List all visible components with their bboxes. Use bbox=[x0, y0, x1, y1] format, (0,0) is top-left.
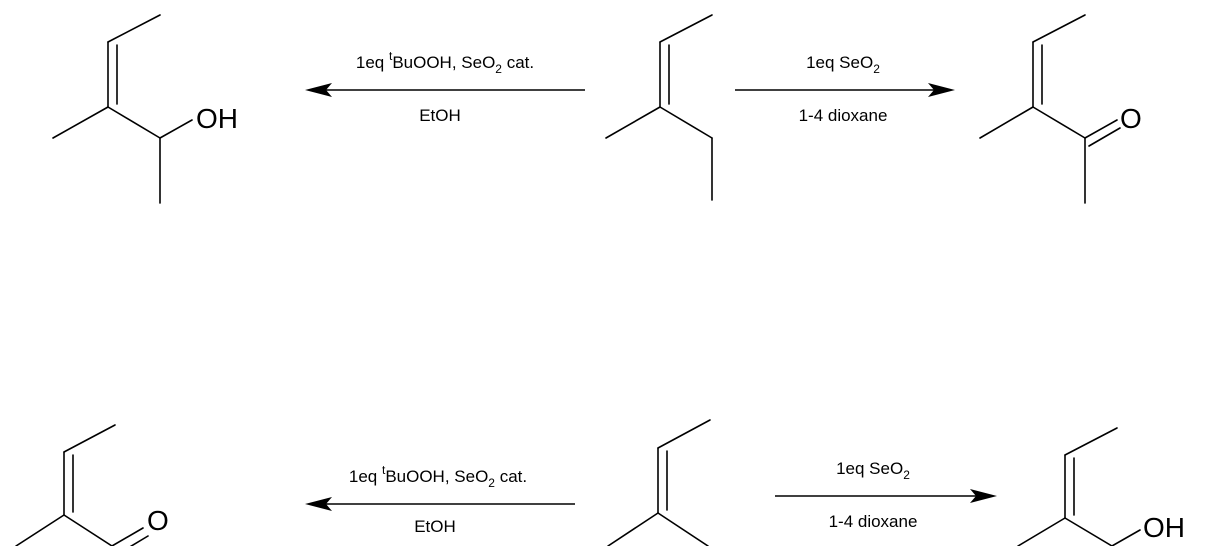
row1-right-reagent-below: 1-4 dioxane bbox=[799, 106, 888, 125]
row2-right-arrow: 1eq SeO2 1-4 dioxane bbox=[775, 459, 997, 531]
row2-left-arrow: 1eq tBuOOH, SeO2 cat. EtOH bbox=[305, 463, 575, 536]
reaction-row-1: OH 1eq tBuOOH, SeO2 cat. EtOH 1eq SeO2 1… bbox=[52, 14, 1142, 204]
bond bbox=[607, 512, 659, 546]
carbonyl-bond-2 bbox=[129, 535, 149, 546]
row2-right-reagent-above: 1eq SeO2 bbox=[836, 459, 910, 482]
carbonyl-o-label: O bbox=[1120, 103, 1142, 134]
arrow-head-left bbox=[305, 497, 332, 511]
row1-right-product-structure: O bbox=[979, 14, 1142, 204]
bond bbox=[1064, 427, 1118, 456]
oh-label: OH bbox=[1143, 512, 1185, 543]
bond bbox=[107, 14, 161, 43]
row1-right-reagent-above: 1eq SeO2 bbox=[806, 53, 880, 76]
bond bbox=[15, 514, 65, 546]
bond bbox=[657, 512, 709, 546]
arrow-head-right bbox=[970, 489, 997, 503]
bond bbox=[1064, 517, 1113, 546]
bond bbox=[1017, 517, 1066, 546]
reaction-row-2: O 1eq tBuOOH, SeO2 cat. EtOH 1eq SeO2 1-… bbox=[15, 419, 1185, 546]
row2-right-reagent-below: 1-4 dioxane bbox=[829, 512, 918, 531]
carbonyl-bond-1 bbox=[111, 527, 144, 546]
row1-left-product-structure: OH bbox=[52, 14, 238, 204]
row1-starting-material-structure bbox=[605, 14, 713, 201]
row1-right-arrow: 1eq SeO2 1-4 dioxane bbox=[735, 53, 955, 125]
row2-left-product-structure: O bbox=[15, 424, 169, 546]
arrow-head-left bbox=[305, 83, 332, 97]
row2-left-reagent-below: EtOH bbox=[414, 517, 456, 536]
bond-to-oh bbox=[1111, 529, 1141, 546]
row1-left-arrow: 1eq tBuOOH, SeO2 cat. EtOH bbox=[305, 49, 585, 125]
bond bbox=[659, 106, 713, 139]
bond bbox=[63, 514, 113, 546]
bond bbox=[1032, 106, 1086, 139]
aldehyde-o-label: O bbox=[147, 505, 169, 536]
arrow-head-right bbox=[928, 83, 955, 97]
bond bbox=[657, 419, 711, 449]
carbonyl-bond-1 bbox=[1084, 119, 1118, 139]
bond-to-oh bbox=[159, 119, 193, 139]
bond bbox=[52, 106, 109, 139]
carbonyl-bond-2 bbox=[1088, 127, 1121, 147]
row2-right-product-structure: OH bbox=[1017, 427, 1185, 546]
oh-label: OH bbox=[196, 103, 238, 134]
row2-starting-material-structure bbox=[607, 419, 711, 546]
row2-left-reagent-above: 1eq tBuOOH, SeO2 cat. bbox=[349, 463, 527, 490]
bond bbox=[107, 106, 161, 139]
bond bbox=[979, 106, 1034, 139]
row1-left-reagent-above: 1eq tBuOOH, SeO2 cat. bbox=[356, 49, 534, 76]
row1-left-reagent-below: EtOH bbox=[419, 106, 461, 125]
bond bbox=[659, 14, 713, 43]
bond bbox=[1032, 14, 1086, 43]
bond bbox=[63, 424, 116, 453]
bond bbox=[605, 106, 661, 139]
